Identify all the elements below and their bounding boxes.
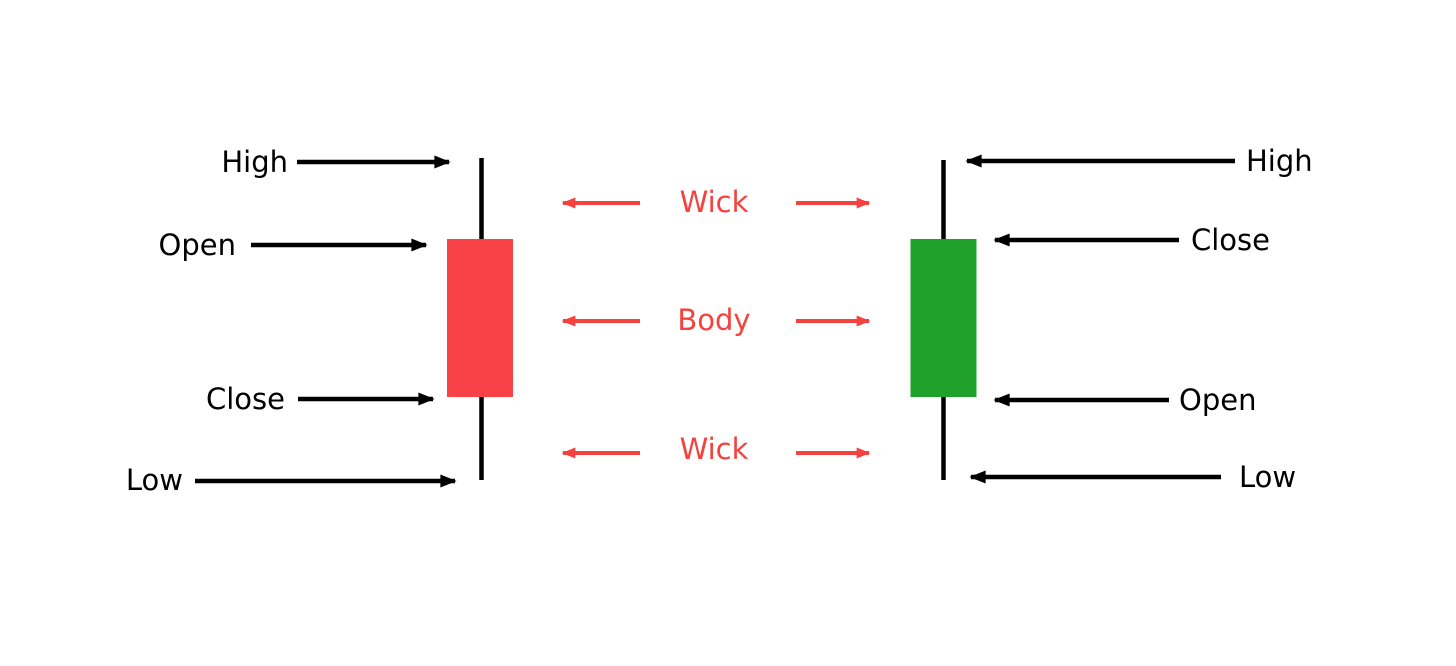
upper-wick-label: Wick: [680, 185, 749, 219]
bearish-low-label: Low: [126, 463, 183, 497]
lower-wick-label: Wick: [680, 432, 749, 466]
bearish-candle-body: [447, 239, 513, 397]
body-label: Body: [677, 303, 750, 337]
bullish-high-label: High: [1246, 144, 1313, 178]
bullish-candle-group: [910, 160, 977, 480]
bearish-candle-group: [447, 158, 513, 480]
bullish-low-label: Low: [1239, 460, 1296, 494]
bullish-open-label: Open: [1179, 383, 1256, 417]
bearish-close-label: Close: [206, 382, 285, 416]
bearish-candle-annotations: High Open Close Low: [126, 145, 457, 497]
bullish-close-label: Close: [1191, 223, 1270, 257]
bullish-candle-body: [910, 239, 977, 397]
bullish-candle-annotations: High Close Open Low: [965, 144, 1313, 494]
center-annotations: Wick Body Wick: [561, 185, 871, 466]
bearish-high-label: High: [221, 145, 288, 179]
bearish-open-label: Open: [159, 228, 236, 262]
